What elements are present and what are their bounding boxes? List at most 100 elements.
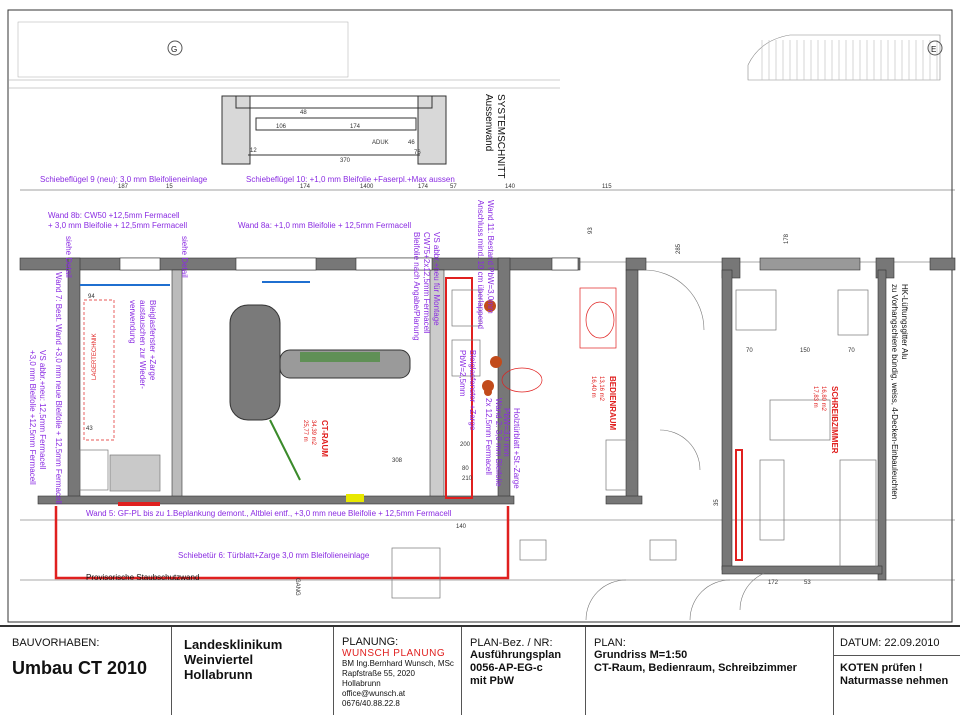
annotation-hk-1: HK-Lüftungsgitter Alu [900,284,909,360]
annotation-siehe-detail-right: siehe Detail [180,236,189,278]
dim-308: 308 [392,458,403,464]
dim-200: 200 [460,442,471,448]
tb-planbez-1: Ausführungsplan [470,649,562,661]
room-labels: CT-RAUM 34,39 m2 25,77 m BEDIENRAUM 13,1… [302,376,839,457]
sys-dim-106: 106 [276,124,287,130]
annotation-vs-3: Bleifolie nach Angabe/Planung [412,232,421,341]
annotations: Schiebeflügel 9 (neu): 3,0 mm Bleifolien… [28,175,909,596]
dim-285: 285 [676,243,682,254]
annotation-wand-5: Wand 5: GF-PL bis zu 1.Beplankung demont… [86,509,452,518]
blue-detail-lines [80,281,310,286]
dim-175-a: 93 [588,227,594,234]
tb-koten-2: Naturmasse nehmen [840,675,949,687]
dim-172: 172 [768,580,779,586]
dim-174b: 174 [418,184,429,190]
annotation-bleiglasfenster-2: austauschen zur Wieder- [138,300,147,389]
dim-57: 57 [450,184,457,190]
dim-115: 115 [602,184,612,190]
dim-94: 94 [88,294,95,300]
annotation-bleiglasfenster-1: Bleiglasfenster +Zarge [148,300,157,381]
room-schreib-area: 16,80 m2 [820,386,826,412]
sys-dim-370: 370 [340,158,351,164]
annotation-schiebetuer-6: Schiebetür 6: Türblatt+Zarge 3,0 mm Blei… [178,551,370,560]
tb-planung: PLANUNG: WUNSCH PLANUNG BM Ing.Bernhard … [334,627,462,715]
system-section-detail: 106 174 46 76 12 370 48 ADUK SYSTEMSCHNI… [221,94,506,178]
annotation-wand-7: Wand 7: Best. Wand +3,0 mm neue Bleifoli… [54,272,63,504]
tb-datum-label: DATUM: [840,637,882,649]
sys-dim-12: 12 [250,148,257,154]
annotation-wand-11-1: Wand 11: Bestand PbW=3,0mm [486,200,495,314]
room-ct-area: 34,39 m2 [310,420,316,446]
room-schreib-height: 17,83 m [812,386,818,408]
tb-client-1: Landesklinikum [184,637,283,652]
tb-plan-1: Grundriss M=1:50 [594,649,688,661]
room-bedien-area: 13,16 m2 [598,376,604,402]
annotation-wand-11-2: Anschluss mind. 10 cm überlappend [476,200,485,329]
sys-dim-46: 46 [408,140,415,146]
door-swings [585,269,781,621]
tb-client-2: Weinviertel [184,652,254,667]
dimension-labels: 94 43 200 308 80 210 140 70 150 70 172 5… [86,227,855,586]
tb-planung-2: Rapfstraße 55, 2020 Hollabrunn [342,669,415,688]
dim-140b: 140 [456,524,467,530]
radiation-markers [482,300,502,396]
tb-plan-2: CT-Raum, Bedienraum, Schreibzimmer [594,662,797,674]
dim-15: 15 [166,184,173,190]
title-block: BAUVORHABEN: Umbau CT 2010 Landeskliniku… [0,625,960,715]
tb-bauvorhaben-label: BAUVORHABEN: [12,637,100,649]
annotation-bleiglasfenster-3: verwendung [128,300,137,344]
windows-top [119,257,579,271]
dim-140: 140 [505,184,516,190]
tb-datum-value: 22.09.2010 [884,637,940,649]
dim-53: 53 [804,580,811,586]
annotation-bleiglasfenster-r2: PbW=2,5mm [458,350,467,397]
dim-70b: 70 [848,348,855,354]
axis-markers: G E [167,40,943,56]
lead-shielding-lines [54,277,743,580]
annotation-siehe-detail-left: siehe Detail [64,236,73,278]
annotation-hk-2: zu Vorhangschiene bündig, weiss, 4-Decke… [890,284,899,499]
tb-planbez: PLAN-Bez. / NR: Ausführungsplan 0056-AP-… [462,627,586,715]
drawing-frame [7,9,953,623]
annotation-vs-2: CW75+2x12,5mm Fermacell [422,232,431,334]
systemschnitt-title: SYSTEMSCHNITT [495,94,506,178]
tb-bauvorhaben-value: Umbau CT 2010 [12,658,148,678]
sys-dim-76: 76 [414,150,421,156]
annotation-vs-left-1: VS abbr.+neu: 12,5mm Fermacell [38,350,47,470]
annotation-holztuerblatt-1: Holztürblatt +St.-Zarge [512,408,521,489]
tb-plan-label: PLAN: [594,637,626,649]
dim-178: 178 [784,233,790,244]
tb-planbez-label: PLAN-Bez. / NR: [470,637,553,649]
tb-planung-1: BM Ing.Bernhard Wunsch, MSc [342,659,454,668]
room-ct-name: CT-RAUM [320,420,329,457]
sys-dim-174: 174 [350,124,361,130]
tb-bauvorhaben: BAUVORHABEN: Umbau CT 2010 [0,627,172,715]
annotation-holztuerblatt-2: PbW=3,0 mm [502,408,511,457]
dim-1400: 1400 [360,184,374,190]
annotation-staubschutz: Provisorische Staubschutzwand [86,573,199,582]
axis-g-label: G [171,45,177,54]
room-bedien-name: BEDIENRAUM [608,376,617,431]
annotation-schiebefluegel-10: Schiebeflügel 10: +1,0 mm Bleifolie +Fas… [246,175,455,184]
ct-scanner [229,304,411,481]
annotation-bleiglasfenster-r1: Bleiglasfenster +Zarge [468,350,477,431]
tb-client: Landesklinikum Weinviertel Hollabrunn [172,627,334,715]
annotation-vs-left-2: +3,0 mm Bleifolie +12,5mm Fermacell [28,350,37,485]
dim-233: 35 [714,499,720,506]
dim-174: 174 [300,184,311,190]
tb-plan: PLAN: Grundriss M=1:50 CT-Raum, Bedienra… [586,627,834,715]
label-lagertechnik: LAGERTECHNIK [92,333,98,380]
annotation-wand-8b-2: + 3,0 mm Bleifolie + 12,5mm Fermacell [48,221,187,230]
tb-datum-line: DATUM: 22.09.2010 [840,637,956,649]
dim-80: 80 [462,466,469,472]
axis-e-label: E [931,45,936,54]
annotation-schiebefluegel-9: Schiebeflügel 9 (neu): 3,0 mm Bleifolien… [40,175,208,184]
sys-dim-aduk: ADUK [372,140,389,146]
systemschnitt-subtitle: Aussenwand [483,94,494,151]
facade-hatch-left [8,21,560,89]
walls [19,257,956,581]
tb-datum: DATUM: 22.09.2010 KOTEN prüfen ! Naturma… [834,627,960,715]
room-bedien-height: 16,40 m [590,376,596,398]
tb-koten: KOTEN prüfen ! Naturmasse nehmen [834,655,960,688]
tb-planung-label: PLANUNG: [342,636,399,648]
